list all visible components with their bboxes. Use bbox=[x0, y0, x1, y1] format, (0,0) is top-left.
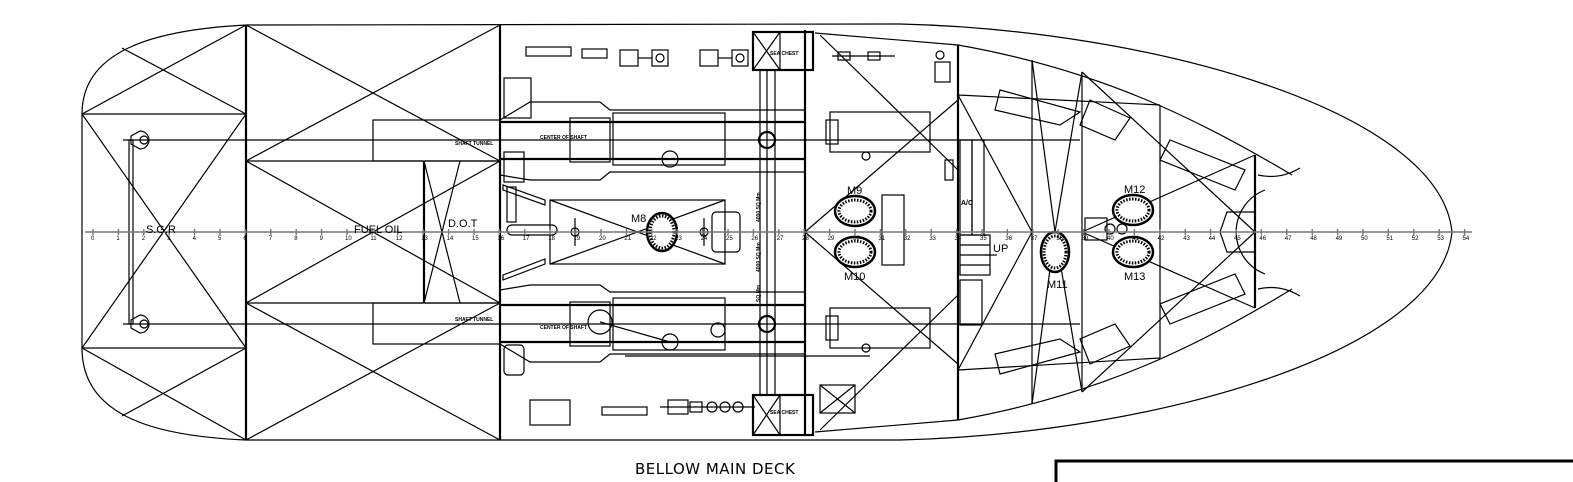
frame-number: 39 bbox=[1082, 236, 1089, 242]
frame-number: 34 bbox=[955, 236, 962, 242]
frame-number: 35 bbox=[980, 236, 987, 242]
frame-number: 24 bbox=[701, 236, 708, 242]
frame-number: 36 bbox=[1005, 236, 1012, 242]
frame-number: 49 bbox=[1336, 236, 1343, 242]
frame-number: 3 bbox=[167, 236, 171, 242]
frame-number: 19 bbox=[574, 236, 581, 242]
pipe-note-1: 4000 SQ Mm bbox=[756, 192, 762, 222]
label-ac: A/C bbox=[961, 200, 973, 207]
label-up: UP bbox=[993, 243, 1008, 255]
frame-number: 44 bbox=[1209, 236, 1216, 242]
manhole-m11 bbox=[1039, 230, 1071, 274]
pump-icon bbox=[660, 399, 755, 415]
frame-number: 13 bbox=[421, 236, 428, 242]
label-m13: M13 bbox=[1124, 271, 1145, 283]
frame-number: 22 bbox=[650, 236, 657, 242]
frame-number: 28 bbox=[802, 236, 809, 242]
frame-number: 30 bbox=[853, 236, 860, 242]
frame-number: 23 bbox=[675, 236, 682, 242]
label-shaft-tunnel-stbd: SHAFT TUNNEL bbox=[455, 317, 493, 323]
frame-number: 53 bbox=[1437, 236, 1444, 242]
frame-number: 7 bbox=[269, 236, 273, 242]
frame-number: 50 bbox=[1361, 236, 1368, 242]
frame-number: 25 bbox=[726, 236, 733, 242]
frame-number: 40 bbox=[1107, 236, 1114, 242]
valve-icon bbox=[832, 51, 895, 61]
frame-number: 10 bbox=[345, 236, 352, 242]
sea-chest-top bbox=[751, 30, 815, 72]
label-center-of-shaft-port: CENTER OF SHAFT bbox=[540, 135, 587, 141]
frame-number: 12 bbox=[396, 236, 403, 242]
pump-icon bbox=[699, 49, 749, 67]
frame-number: 15 bbox=[472, 236, 479, 242]
frame-number: 46 bbox=[1259, 236, 1266, 242]
drawing-title: BELLOW MAIN DECK bbox=[635, 460, 796, 478]
label-m12: M12 bbox=[1124, 184, 1145, 196]
frame-number: 54 bbox=[1463, 236, 1470, 242]
label-shaft-tunnel-port: SHAFT TUNNEL bbox=[455, 141, 493, 147]
frame-number: 4 bbox=[193, 236, 197, 242]
pipe-note-2: 4000 SQ Mm bbox=[756, 242, 762, 272]
frame-number: 26 bbox=[751, 236, 758, 242]
frame-number: 0 bbox=[91, 236, 95, 242]
frame-number: 48 bbox=[1310, 236, 1317, 242]
label-m8: M8 bbox=[631, 213, 646, 225]
rudder-bearing-icon bbox=[130, 130, 150, 150]
frame-number: 14 bbox=[447, 236, 454, 242]
sea-chest-bottom bbox=[751, 393, 815, 437]
title-block bbox=[1054, 459, 1573, 482]
label-center-of-shaft-stbd: CENTER OF SHAFT bbox=[540, 325, 587, 331]
manhole-m13 bbox=[1111, 235, 1155, 269]
label-m11: M11 bbox=[1047, 279, 1068, 291]
label-fuel-oil: FUEL OIL bbox=[354, 224, 403, 236]
label-dot: D.O.T bbox=[448, 218, 478, 230]
frame-number: 51 bbox=[1386, 236, 1393, 242]
frame-number: 33 bbox=[929, 236, 936, 242]
frame-number: 8 bbox=[294, 236, 298, 242]
rudder-bearing-icon bbox=[130, 314, 150, 334]
frame-number: 32 bbox=[904, 236, 911, 242]
frame-number: 37 bbox=[1031, 236, 1038, 242]
pump-icon bbox=[619, 49, 669, 67]
label-sgr: S.G.R bbox=[146, 224, 176, 236]
label-sea-chest-top: SEA CHEST bbox=[770, 51, 798, 57]
frame-number: 5 bbox=[218, 236, 222, 242]
frame-number: 18 bbox=[548, 236, 555, 242]
frame-number: 20 bbox=[599, 236, 606, 242]
frame-number: 31 bbox=[878, 236, 885, 242]
manhole-m10 bbox=[833, 235, 877, 269]
manhole-m12 bbox=[1111, 193, 1155, 227]
frame-number: 38 bbox=[1056, 236, 1063, 242]
frame-number: 29 bbox=[828, 236, 835, 242]
frame-number: 6 bbox=[243, 236, 247, 242]
label-m9: M9 bbox=[847, 185, 862, 197]
frame-number: 45 bbox=[1234, 236, 1241, 242]
label-sea-chest-bottom: SEA CHEST bbox=[770, 410, 798, 416]
label-m10: M10 bbox=[844, 271, 865, 283]
frame-number: 43 bbox=[1183, 236, 1190, 242]
frame-number: 17 bbox=[523, 236, 530, 242]
frame-number: 47 bbox=[1285, 236, 1292, 242]
manhole-m9 bbox=[833, 194, 877, 228]
frame-number: 42 bbox=[1158, 236, 1165, 242]
frame-number: 2 bbox=[142, 236, 146, 242]
frame-number: 52 bbox=[1412, 236, 1419, 242]
frame-number: 16 bbox=[497, 236, 504, 242]
frame-number: 9 bbox=[320, 236, 324, 242]
frame-number: 21 bbox=[624, 236, 631, 242]
pipe-note-3: SQ Mm bbox=[756, 284, 762, 302]
frame-number: 1 bbox=[116, 236, 120, 242]
frame-number: 27 bbox=[777, 236, 784, 242]
frame-number: 41 bbox=[1132, 236, 1139, 242]
frame-number: 11 bbox=[370, 236, 377, 242]
